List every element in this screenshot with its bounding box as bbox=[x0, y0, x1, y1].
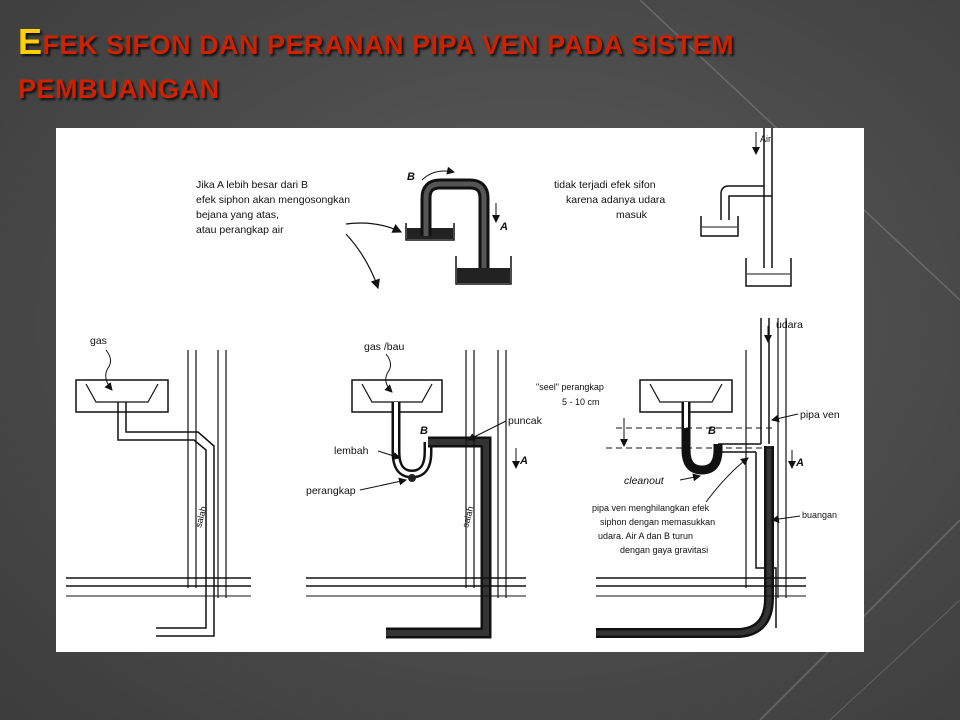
top-right-note: tidak terjadi efek sifon karena adanya u… bbox=[554, 179, 665, 221]
note-line: "seel" perangkap bbox=[536, 382, 604, 392]
note-line: bejana yang atas, bbox=[196, 209, 279, 221]
note-line: tidak terjadi efek sifon bbox=[554, 179, 656, 191]
bottom-panel-1: gas bbox=[66, 335, 251, 637]
pointer-arrow bbox=[345, 233, 380, 290]
note-line: 5 - 10 cm bbox=[562, 397, 600, 407]
note-line: efek siphon akan mengosongkan bbox=[196, 194, 350, 206]
note-line: karena adanya udara bbox=[566, 194, 665, 206]
note-line: atau perangkap air bbox=[196, 224, 284, 236]
note-line: Jika A lebih besar dari B bbox=[196, 179, 308, 191]
siphon-diagram-svg: Jika A lebih besar dari B efek siphon ak… bbox=[66, 128, 840, 639]
label-cleanout: cleanout bbox=[624, 475, 665, 487]
label-salah-2: salah bbox=[460, 505, 475, 528]
note-line: masuk bbox=[616, 209, 648, 221]
note-line: udara. Air A dan B turun bbox=[598, 531, 693, 541]
label-puncak: puncak bbox=[508, 415, 543, 427]
bottom-panel-3 bbox=[596, 318, 806, 638]
siphon-diagram: Jika A lebih besar dari B efek siphon ak… bbox=[56, 128, 864, 652]
label-gas: gas bbox=[90, 335, 107, 347]
label-udara: udara bbox=[776, 319, 803, 331]
label-a-2: A bbox=[519, 455, 528, 467]
pointer-arrow bbox=[345, 222, 403, 233]
note-line: siphon dengan memasukkan bbox=[600, 517, 715, 527]
label-lembah: lembah bbox=[334, 445, 369, 457]
label-buangan: buangan bbox=[802, 510, 837, 520]
vented-example bbox=[700, 128, 792, 287]
note-line: dengan gaya gravitasi bbox=[620, 545, 708, 555]
seal-note: "seel" perangkap 5 - 10 cm bbox=[536, 382, 604, 407]
label-a: A bbox=[499, 221, 508, 233]
mid-note: pipa ven menghilangkan efek siphon denga… bbox=[592, 503, 715, 555]
top-left-note: Jika A lebih besar dari B efek siphon ak… bbox=[196, 179, 350, 236]
slide-title: EFEK SIFON DAN PERANAN PIPA VEN PADA SIS… bbox=[18, 20, 838, 111]
label-pipa-ven: pipa ven bbox=[800, 409, 840, 421]
title-rest: FEK SIFON DAN PERANAN PIPA VEN PADA SIST… bbox=[18, 30, 735, 104]
siphon-example bbox=[405, 178, 512, 285]
title-first-letter: E bbox=[18, 21, 43, 62]
label-perangkap: perangkap bbox=[306, 485, 356, 497]
label-b-3: B bbox=[708, 425, 716, 437]
label-b-2: B bbox=[420, 425, 428, 437]
label-b: B bbox=[407, 171, 415, 183]
label-air: Air bbox=[760, 134, 771, 144]
label-a-3: A bbox=[795, 457, 804, 469]
bottom-panel-2: gas /bau bbox=[306, 341, 526, 639]
note-line: pipa ven menghilangkan efek bbox=[592, 503, 710, 513]
label-gas-bau: gas /bau bbox=[364, 341, 404, 353]
flow-arrow bbox=[421, 166, 455, 181]
